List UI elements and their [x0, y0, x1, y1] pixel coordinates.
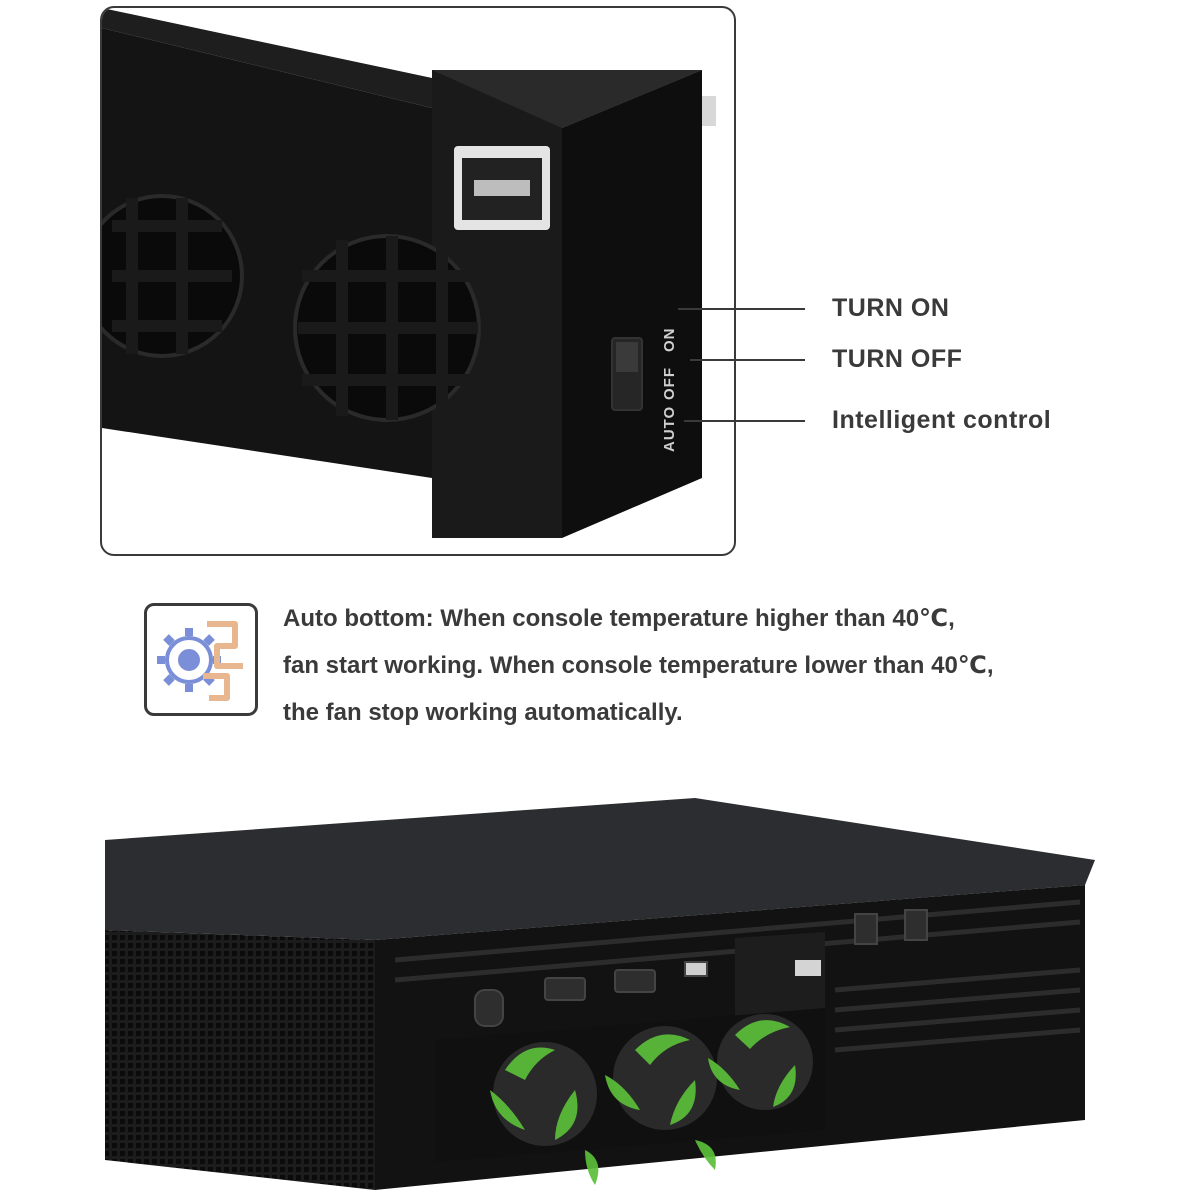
usb-port-icon	[454, 146, 550, 230]
device-closeup-frame: AUTO OFF ON	[100, 6, 736, 556]
description-line-1: Auto bottom: When console temperature hi…	[283, 605, 955, 632]
callout-turn-on: TURN ON	[832, 294, 950, 322]
callout-turn-off: TURN OFF	[832, 345, 963, 373]
callout-intelligent-control: Intelligent control	[832, 406, 1052, 434]
switch-mark-auto: AUTO	[661, 406, 678, 452]
gear-chip-icon	[144, 603, 258, 716]
switch-mark-off: OFF	[661, 367, 678, 400]
auto-mode-description: Auto bottom: When console temperature hi…	[283, 595, 1183, 736]
fan-device-illustration: AUTO OFF ON	[102, 8, 716, 538]
fan-grille-left-icon	[102, 194, 244, 358]
fan-airflow-leaves-icon	[490, 1014, 813, 1185]
description-line-3: the fan stop working automatically.	[283, 699, 683, 726]
usb-port-bottom-icon	[795, 960, 821, 976]
description-line-2: fan start working. When console temperat…	[283, 652, 994, 679]
mode-slide-switch	[611, 337, 643, 411]
switch-mark-on: ON	[661, 328, 678, 353]
console-with-fan-illustration	[105, 798, 1095, 1190]
fan-grille-right-icon	[293, 234, 481, 422]
